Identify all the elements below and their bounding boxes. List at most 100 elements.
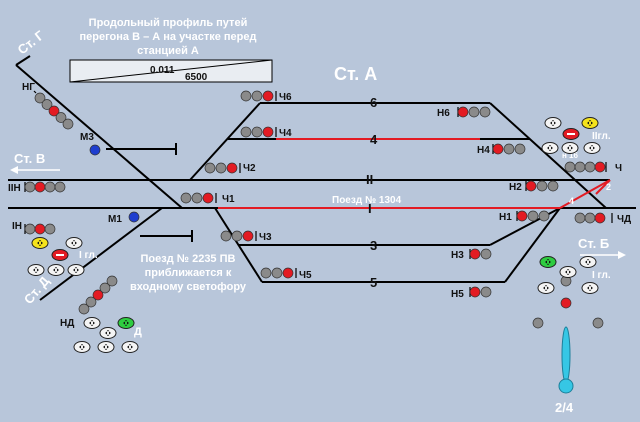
panel-label-d: Д [134, 326, 142, 338]
button-rgl-1[interactable] [579, 256, 597, 268]
signal-lamp [564, 161, 576, 173]
signal-lamp [532, 317, 544, 329]
signal-lamp [92, 289, 104, 301]
panel-label-igl-left: I гл. [79, 250, 98, 261]
button-iigl-yellow[interactable] [581, 117, 599, 129]
signal-lamp [527, 210, 539, 222]
button-iigl-3[interactable] [561, 142, 579, 154]
button-igl-yellow[interactable] [31, 237, 49, 249]
signal-lamp [282, 267, 294, 279]
svg-text:Ст. Б: Ст. Б [578, 236, 609, 251]
signal-lamp [271, 267, 283, 279]
signal-label-ng: НГ [22, 82, 35, 93]
signal-label-n3: Н3 [451, 250, 464, 261]
train-1304-label: Поезд № 1304 [332, 195, 402, 206]
button-d-green[interactable] [117, 317, 135, 329]
signal-lamp [231, 230, 243, 242]
panel-right-side-lamps [532, 317, 604, 329]
signal-lamp [242, 230, 254, 242]
button-d-5[interactable] [121, 341, 139, 353]
profile-length: 6500 [185, 72, 208, 83]
button-igl-4[interactable] [67, 264, 85, 276]
signal-lamp [240, 126, 252, 138]
track-number-4: 4 [370, 132, 378, 147]
button-iigl-red[interactable] [562, 128, 580, 140]
signal-lamp [215, 162, 227, 174]
button-d-3[interactable] [73, 341, 91, 353]
tracks [8, 55, 636, 301]
lever-label: 2/4 [555, 400, 574, 415]
signal-m3 [89, 144, 101, 156]
signal-lamp [34, 223, 46, 235]
signal-m1 [128, 211, 140, 223]
button-rgl-4[interactable] [581, 282, 599, 294]
signal-label-n1: Н1 [499, 212, 512, 223]
svg-text:Ст. Г: Ст. Г [15, 27, 48, 57]
button-rgl-2[interactable] [559, 266, 577, 278]
signal-lamp [78, 303, 90, 315]
signal-lamp [547, 180, 559, 192]
signal-nd [78, 275, 118, 315]
button-igl-1[interactable] [65, 237, 83, 249]
signal-label-n2: Н2 [509, 182, 522, 193]
panel-right-signal [560, 275, 572, 309]
signal-lamp [468, 106, 480, 118]
signal-ch [564, 161, 607, 173]
signal-label-n6: Н6 [437, 108, 450, 119]
signal-lamp [41, 99, 53, 110]
button-rgl-green[interactable] [539, 256, 557, 268]
svg-text:Ст. В: Ст. В [14, 151, 45, 166]
signal-lamp [503, 143, 515, 155]
signal-label-ch3: Ч3 [259, 232, 272, 243]
signal-label-m1: М1 [108, 214, 122, 225]
signal-lamp [202, 192, 214, 204]
signal-label-ch2: Ч2 [243, 163, 256, 174]
direction-d: Ст. Д [21, 273, 53, 307]
switch-lever[interactable] [558, 326, 574, 394]
signal-lamp [260, 267, 272, 279]
signal-lamp [457, 106, 469, 118]
signal-lamp [514, 143, 526, 155]
signal-label-iin: IIН [8, 183, 21, 194]
signal-lamp [226, 162, 238, 174]
signal-ch4 [240, 126, 277, 138]
panel-label-n16: н 16 [562, 151, 579, 160]
track-number-3: 3 [370, 238, 377, 253]
button-igl-3[interactable] [47, 264, 65, 276]
switch-number-4: 4 [569, 196, 574, 206]
button-igl-2[interactable] [27, 264, 45, 276]
signal-label-ch6: Ч6 [279, 92, 292, 103]
direction-v: Ст. В [10, 151, 60, 174]
signal-n6 [457, 106, 491, 118]
button-d-2[interactable] [99, 327, 117, 339]
signal-label-n5: Н5 [451, 289, 464, 300]
profile-title-line-2: перегона В – А на участке перед [80, 31, 257, 43]
signal-lamp [584, 161, 596, 173]
button-d-1[interactable] [83, 317, 101, 329]
signal-label-n4: Н4 [477, 145, 490, 156]
track-number-1: I [368, 201, 372, 216]
panel-label-iigl: IIгл. [592, 131, 611, 142]
button-igl-red[interactable] [51, 249, 69, 261]
signal-lamp [560, 297, 572, 309]
signal-lamp [106, 275, 118, 287]
button-iigl-4[interactable] [583, 142, 601, 154]
signal-lamp [538, 210, 550, 222]
signal-lamp [204, 162, 216, 174]
signal-in [24, 223, 56, 235]
button-rgl-3[interactable] [537, 282, 555, 294]
button-iigl-2[interactable] [541, 142, 559, 154]
button-d-4[interactable] [97, 341, 115, 353]
station-name: Ст. А [334, 64, 377, 84]
signal-lamp [574, 212, 586, 224]
svg-text:Ст. Д: Ст. Д [21, 273, 53, 307]
signal-n4 [492, 143, 526, 155]
signal-ch6 [240, 90, 277, 102]
control-buttons[interactable] [27, 117, 601, 353]
profile-title-line-3: станцией А [137, 45, 199, 57]
signal-ch1 [180, 192, 217, 204]
signal-label-m3: М3 [80, 132, 94, 143]
button-iigl-1[interactable] [544, 117, 562, 129]
signal-n2 [525, 180, 559, 192]
